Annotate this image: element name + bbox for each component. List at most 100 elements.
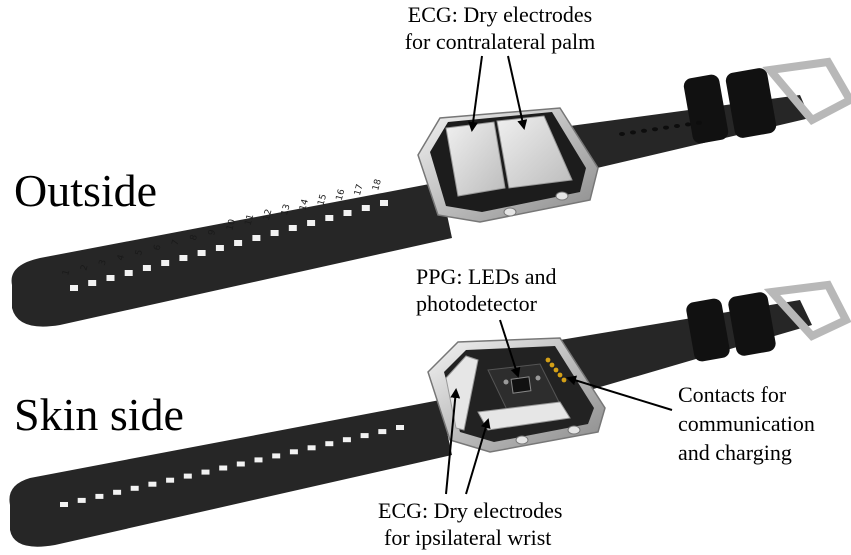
strap-number: 11 (244, 213, 257, 227)
strap-hole (179, 255, 188, 261)
strap-number: 8 (189, 233, 200, 241)
watch-outside (11, 57, 851, 327)
strap-hole (236, 461, 245, 467)
annotation-contacts-line3: and charging (678, 440, 792, 465)
strap-number: 5 (134, 249, 145, 257)
skin-side-button-2 (567, 425, 581, 435)
strap-number: 15 (317, 193, 330, 207)
strap-number: 13 (280, 203, 293, 217)
arrow-ppg (499, 319, 521, 378)
skin-keeper-2 (728, 292, 776, 356)
strap-hole (252, 235, 261, 241)
strap-hole (307, 220, 316, 226)
strap-hole (360, 433, 369, 439)
outside-strap-holes (70, 200, 388, 291)
strap-hole (95, 493, 104, 499)
annotation-ppg-line1: PPG: LEDs and (416, 264, 557, 289)
strap-hole (342, 437, 351, 443)
strap-hole (113, 489, 122, 495)
strap-hole (106, 275, 115, 281)
strap-number: 18 (371, 178, 384, 192)
skin-side-button-1 (515, 435, 529, 445)
strap-hole (70, 285, 78, 291)
charging-contacts (545, 357, 567, 383)
strap-number: 2 (79, 264, 90, 272)
outside-keeper-1 (683, 74, 729, 144)
arrow-ecg-wrist-left (445, 388, 461, 495)
annotation-ppg: PPG: LEDs and photodetector (416, 264, 557, 378)
strap-number: 6 (152, 243, 163, 251)
outside-side-button-1 (503, 207, 517, 217)
outside-right-strap-holes (619, 120, 702, 136)
strap-hole (674, 124, 680, 128)
strap-hole (197, 250, 206, 256)
arrow-ecg-wrist-right (465, 418, 491, 495)
strap-hole (361, 205, 370, 211)
ppg-led-1 (503, 379, 509, 385)
strap-hole (652, 127, 658, 132)
charging-contact (545, 357, 551, 363)
strap-hole (60, 502, 68, 507)
strap-hole (183, 473, 192, 479)
strap-hole (289, 449, 298, 455)
section-title-outside: Outside (14, 165, 157, 216)
annotation-contacts-line1: Contacts for (678, 382, 787, 407)
strap-number: 10 (225, 218, 238, 232)
strap-hole (272, 453, 281, 459)
strap-hole (148, 481, 157, 487)
annotation-ppg-line2: photodetector (416, 291, 538, 316)
strap-hole (325, 441, 334, 447)
strap-number: 9 (207, 228, 218, 236)
strap-hole (219, 465, 228, 471)
strap-hole (254, 457, 263, 463)
strap-hole (685, 122, 691, 127)
annotation-contacts-line2: communication (678, 411, 815, 436)
annotation-ecg-palm-line2: for contralateral palm (405, 29, 596, 54)
strap-hole (641, 128, 647, 133)
strap-number: 12 (262, 208, 275, 222)
strap-hole (270, 230, 279, 236)
charging-contact (557, 372, 563, 378)
skin-strap-left (9, 400, 453, 547)
strap-hole (234, 240, 243, 246)
strap-hole (161, 260, 170, 266)
charging-contact (549, 362, 555, 368)
strap-number: 4 (116, 253, 127, 261)
charging-contact (553, 367, 559, 373)
strap-hole (343, 210, 352, 216)
ppg-photodetector (510, 376, 532, 394)
strap-hole (130, 485, 139, 491)
strap-number: 17 (353, 183, 366, 197)
strap-hole (124, 270, 133, 276)
strap-hole (88, 280, 97, 286)
outside-side-button-2 (555, 191, 569, 201)
arrow-ecg-palm-left (468, 55, 483, 132)
strap-number: 14 (298, 198, 311, 212)
strap-hole (630, 130, 636, 135)
strap-hole (288, 225, 297, 231)
outside-buckle (762, 57, 851, 126)
strap-number: 3 (98, 259, 109, 267)
strap-hole (619, 132, 625, 136)
strap-hole (696, 120, 702, 125)
strap-number: 16 (335, 188, 348, 202)
outside-electrode-right (496, 115, 573, 189)
section-title-skin-side: Skin side (14, 389, 184, 440)
annotation-ecg-palm: ECG: Dry electrodes for contralateral pa… (405, 2, 596, 132)
strap-hole (378, 429, 387, 435)
strap-hole (325, 215, 334, 221)
annotation-ecg-wrist-line1: ECG: Dry electrodes (378, 498, 563, 523)
strap-hole (663, 125, 669, 130)
ppg-led-2 (535, 375, 541, 381)
strap-hole (380, 200, 388, 206)
skin-strap-slots (60, 425, 404, 507)
strap-hole (396, 425, 404, 430)
strap-hole (307, 445, 316, 451)
strap-number: 1 (61, 269, 72, 277)
charging-contact (561, 377, 567, 383)
outside-keeper-2 (725, 68, 777, 138)
annotation-contacts: Contacts for communication and charging (566, 375, 815, 465)
skin-keeper-1 (686, 298, 730, 362)
